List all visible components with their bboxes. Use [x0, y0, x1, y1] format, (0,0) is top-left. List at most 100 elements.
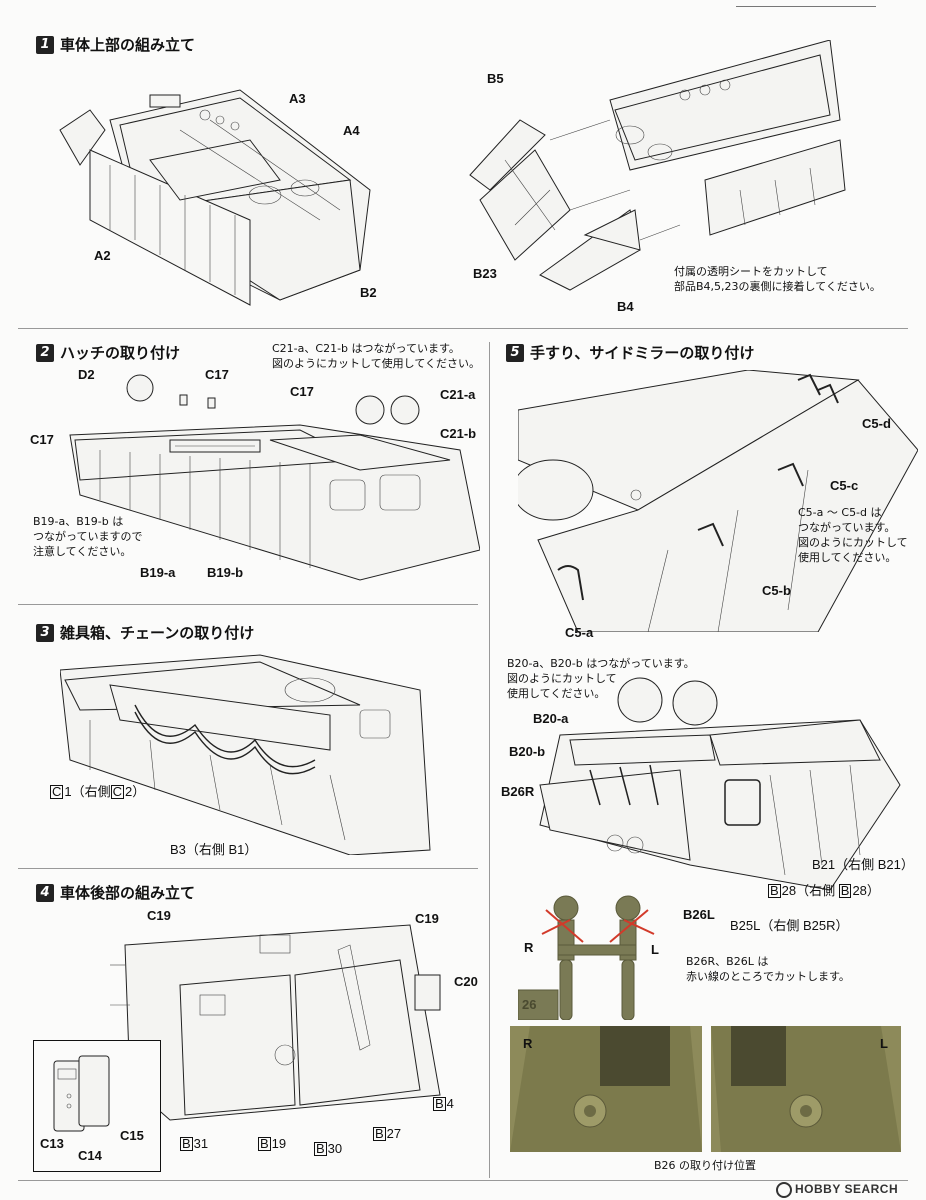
- label-a3: A3: [289, 91, 306, 106]
- step1-title-text: 車体上部の組み立て: [60, 36, 196, 54]
- step4-inset-drawing: [53, 1055, 110, 1132]
- label-b28-num: 28: [781, 883, 797, 898]
- divider-vertical: [489, 342, 490, 1178]
- label-c2-text: 2）: [125, 784, 146, 799]
- step1-title: 1 車体上部の組み立て: [36, 34, 195, 55]
- label-b31-box: B: [180, 1136, 193, 1151]
- label-a2: A2: [94, 248, 111, 263]
- label-b19a: B19-a: [140, 565, 176, 580]
- step2-title-text: ハッチの取り付け: [60, 344, 181, 362]
- step1-upper-hull-drawing: [59, 89, 371, 306]
- label-c1-box: C: [50, 784, 64, 799]
- label-b25: B25L（右側 B25R）: [730, 918, 849, 933]
- step1-exploded-parts-drawing: [469, 40, 846, 291]
- step4-title: 4 車体後部の組み立て: [36, 882, 195, 903]
- step1-note: 付属の透明シートをカットして 部品B4,5,23の裏側に接着してください。: [674, 265, 881, 293]
- step4-inset-box: [33, 1040, 161, 1172]
- label-c19-right: C19: [415, 911, 439, 926]
- hobby-search-watermark: HOBBY SEARCH: [776, 1182, 898, 1198]
- label-c19-left: C19: [147, 908, 171, 923]
- step5-number: 5: [506, 343, 524, 362]
- label-b19-num: 19: [271, 1136, 287, 1151]
- label-b28-box: B: [768, 883, 781, 898]
- divider-step2-3: [18, 604, 478, 605]
- step3-title: 3 雑具箱、チェーンの取り付け: [36, 622, 254, 643]
- label-b30-num: 30: [327, 1141, 343, 1156]
- step4-number: 4: [36, 883, 54, 902]
- label-b28-rest: （右側: [796, 883, 836, 898]
- label-c5d: C5-d: [862, 416, 891, 431]
- b26-photo-right-illustration: [510, 1026, 702, 1152]
- label-c17-left: C17: [30, 432, 54, 447]
- label-b31-num: 31: [193, 1136, 209, 1151]
- label-c2-box: C: [110, 784, 125, 799]
- label-b19b: B19-b: [207, 565, 244, 580]
- photo-label-r: R: [523, 1036, 533, 1051]
- step2-number: 2: [36, 343, 54, 362]
- step3-number: 3: [36, 623, 54, 642]
- divider-step3-4: [18, 868, 478, 869]
- label-b21: B21（右側 B21）: [812, 857, 914, 872]
- label-b27-num: 27: [386, 1126, 402, 1141]
- label-b23: B23: [473, 266, 497, 281]
- step1-number: 1: [36, 35, 54, 54]
- label-b20b: B20-b: [509, 744, 546, 759]
- photo-label-l: L: [880, 1036, 888, 1051]
- step2-left-note: B19-a、B19-b は つながっていますので 注意してください。: [33, 515, 143, 558]
- step3-title-text: 雑具箱、チェーンの取り付け: [60, 624, 255, 642]
- label-b30-box: B: [314, 1141, 327, 1156]
- label-c21b: C21-b: [440, 426, 477, 441]
- sprue-cut-illustration: [518, 890, 678, 1020]
- label-d2: D2: [78, 367, 95, 382]
- label-c1-text: 1（右側: [64, 784, 111, 799]
- step5-b20-note: B20-a、B20-b はつながっています。 図のようにカットして 使用してくだ…: [507, 657, 695, 700]
- step4-title-text: 車体後部の組み立て: [60, 884, 196, 902]
- label-b3: B3（右側 B1）: [170, 842, 258, 857]
- label-b26r: B26R: [501, 784, 535, 799]
- sprue-label-l: L: [651, 942, 659, 957]
- label-c17-mid: C17: [290, 384, 314, 399]
- step5-cut-note: B26R、B26L は 赤い線のところでカットします。: [686, 955, 850, 983]
- step5-c5-note: C5-a ～ C5-d は つながっています。 図のようにカットして 使用してく…: [798, 506, 908, 564]
- step2-top-note: C21-a、C21-b はつながっています。 図のようにカットして使用してくださ…: [272, 342, 481, 370]
- step5-title-text: 手すり、サイドミラーの取り付け: [530, 344, 755, 362]
- label-c21a: C21-a: [440, 387, 476, 402]
- watermark-logo-icon: [776, 1182, 792, 1198]
- b26-position-photo-left: [711, 1026, 901, 1152]
- label-b20a: B20-a: [533, 711, 569, 726]
- label-b5: B5: [487, 71, 504, 86]
- sprue-cut-photo: [518, 890, 678, 1020]
- label-a4: A4: [343, 123, 360, 138]
- divider-bottom: [18, 1180, 908, 1181]
- divider-row1: [18, 328, 908, 329]
- sprue-number: 26: [522, 997, 537, 1012]
- b26-photo-left-illustration: [711, 1026, 901, 1152]
- label-b28-box-right: B: [838, 883, 852, 898]
- label-c15: C15: [120, 1128, 144, 1143]
- label-b26l: B26L: [683, 907, 715, 922]
- label-b19-box: B: [258, 1136, 271, 1151]
- label-b4: B4: [617, 299, 634, 314]
- header-rule: [736, 0, 876, 7]
- sprue-label-r: R: [524, 940, 534, 955]
- step5-title: 5 手すり、サイドミラーの取り付け: [506, 342, 754, 363]
- label-c14: C14: [78, 1148, 102, 1163]
- step5-handrail-drawing: [518, 370, 918, 632]
- label-c20: C20: [454, 974, 478, 989]
- label-c13: C13: [40, 1136, 64, 1151]
- label-b28-end: 28）: [852, 883, 880, 898]
- step5-mirror-drawing: [539, 677, 901, 891]
- label-c5b: C5-b: [762, 583, 791, 598]
- b26-photo-caption: B26 の取り付け位置: [654, 1159, 757, 1172]
- label-c17-top: C17: [205, 367, 229, 382]
- step2-title: 2 ハッチの取り付け: [36, 342, 180, 363]
- step2-hatch-drawing: [69, 374, 480, 581]
- label-b2: B2: [360, 285, 377, 300]
- label-b4-num: 4: [446, 1096, 454, 1111]
